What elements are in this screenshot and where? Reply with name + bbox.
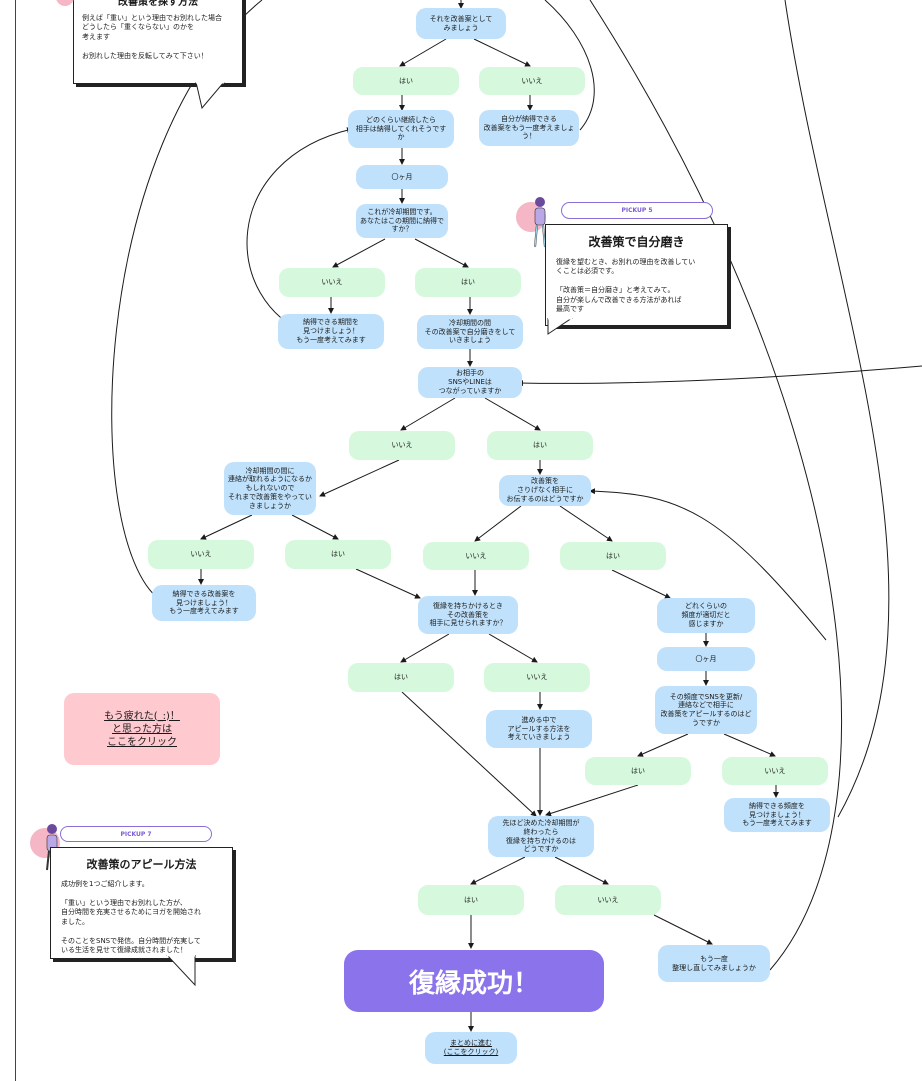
- summary-line-2: (ここをクリック): [443, 1048, 499, 1056]
- answer-no: いいえ: [722, 757, 828, 785]
- flow-node: 改善策を さりげなく相手に お伝するのはどうですか: [499, 475, 591, 506]
- flow-node: その頻度でSNSを更新/ 連絡などで相手に 改善策をアピールするのはど うですか: [655, 686, 757, 734]
- tired-line-2: と思った方は: [112, 723, 172, 735]
- answer-yes: はい: [353, 67, 459, 95]
- person-figure-icon: [534, 197, 546, 248]
- tip-card-appeal-method: 改善策のアピール方法 成功例を1つご紹介します。 「重い」という理由でお別れした…: [50, 847, 233, 959]
- tip-card-title: 改善策を探す方法: [118, 0, 198, 8]
- flow-node: どれくらいの 頻度が適切だと 感じますか: [657, 598, 755, 633]
- answer-yes: はい: [348, 663, 454, 692]
- flow-node: 先ほど決めた冷却期間が 終わったら 復縁を持ちかけるのは どうですか: [488, 816, 594, 857]
- answer-yes: はい: [487, 431, 593, 460]
- answer-no: いいえ: [555, 885, 661, 915]
- flow-node: 冷却期間の間に 連絡が取れるようになるか もしれないので それまで改善策をやって…: [224, 462, 316, 515]
- flow-node: それを改善案として みましょう: [416, 8, 506, 39]
- speech-tail: [547, 318, 573, 335]
- tired-line-3: ここをクリック: [107, 736, 177, 748]
- tip-card-title: 改善策で自分磨き: [588, 235, 685, 249]
- tip-card-body: 例えば「重い」という理由でお別れした場合 どうしたら「重くならない」のかを 考え…: [82, 14, 222, 60]
- tip-card-find-improvement: 改善策を探す方法 例えば「重い」という理由でお別れした場合 どうしたら「重くなら…: [73, 0, 243, 84]
- tired-click-link[interactable]: もう疲れた(_:)！ と思った方は ここをクリック: [64, 693, 220, 765]
- pickup-label: PICKUP 5: [561, 202, 713, 219]
- answer-no: いいえ: [423, 542, 529, 570]
- summary-line-1: まとめに進む: [450, 1038, 492, 1047]
- flow-node: もう一度 整理し直してみましょうか: [658, 945, 770, 982]
- flow-node: 自分が納得できる 改善案をもう一度考えましょ う！: [479, 110, 579, 146]
- answer-yes: はい: [415, 268, 521, 297]
- tip-card-body: 成功例を1つご紹介します。 「重い」という理由でお別れした方が、 自分時間を充実…: [61, 880, 201, 955]
- tip-card-self-improvement: 改善策で自分磨き 復縁を望むとき、お別れの理由を改善してい くことは必須です。 …: [545, 224, 728, 326]
- flow-node: 〇ヶ月: [356, 165, 448, 189]
- speech-tail: [166, 955, 196, 987]
- answer-yes: はい: [585, 757, 691, 785]
- speech-tail: [195, 82, 225, 110]
- flow-node: 復縁を持ちかけるとき その改善策を 相手に見せられますか？: [418, 596, 518, 634]
- flow-node: 冷却期間の間 その改善案で自分磨きをして いきましょう: [417, 315, 523, 349]
- tip-card-body: 復縁を望むとき、お別れの理由を改善してい くことは必須です。 「改善策＝自分磨き…: [556, 258, 696, 314]
- answer-no: いいえ: [479, 67, 585, 95]
- answer-no: いいえ: [279, 268, 385, 297]
- answer-no: いいえ: [349, 431, 455, 460]
- flow-node: これが冷却期間です。 あなたはこの期間に納得で すか？: [356, 204, 448, 238]
- pickup-label: PICKUP 7: [60, 826, 212, 842]
- flow-node: 納得できる改善案を 見つけましょう！ もう一度考えてみます: [152, 585, 256, 621]
- flow-node: 進める中で アピールする方法を 考えていきましょう: [486, 710, 592, 748]
- flow-node: どのくらい継続したら 相手は納得してくれそうです か: [348, 110, 454, 148]
- flow-node: お相手の SNSやLINEは つながっていますか: [418, 367, 522, 398]
- flow-node: 納得できる期間を 見つけましょう！ もう一度考えてみます: [278, 314, 384, 349]
- flow-node: 〇ヶ月: [657, 647, 755, 671]
- answer-yes: はい: [285, 540, 391, 569]
- tip-card-title: 改善策のアピール方法: [86, 858, 197, 871]
- answer-yes: はい: [560, 542, 666, 570]
- reunion-success-banner: 復縁成功！: [344, 950, 604, 1012]
- answer-no: いいえ: [484, 663, 590, 692]
- summary-link-button[interactable]: まとめに進む (ここをクリック): [425, 1032, 517, 1064]
- answer-no: いいえ: [148, 540, 254, 569]
- avatar-blob: [56, 0, 74, 6]
- page-left-border: [15, 0, 16, 1081]
- tired-line-1: もう疲れた(_:)！: [104, 710, 180, 722]
- answer-yes: はい: [418, 885, 524, 915]
- flow-node: 納得できる頻度を 見つけましょう！ もう一度考えてみます: [724, 798, 830, 832]
